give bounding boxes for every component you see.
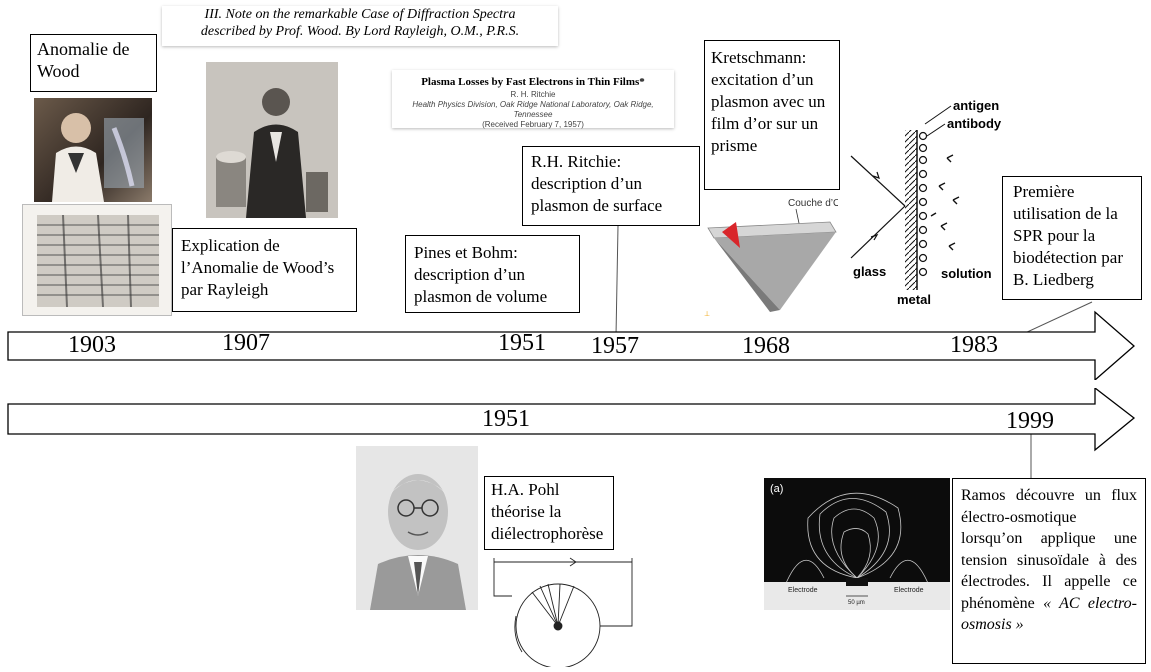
kretschmann-box: Kretschmann: excitation d’un plasmon ave… [704, 40, 840, 190]
dep-illustration [493, 557, 633, 669]
ritchie-title: Plasma Losses by Fast Electrons in Thin … [421, 76, 645, 88]
rayleigh-explanation-box: Explication de l’Anomalie de Wood’s par … [172, 228, 357, 312]
rayleigh-title-line2: described by Prof. Wood. By Lord Rayleig… [200, 24, 520, 39]
bottom-timeline-arrow [7, 388, 1136, 452]
kretschmann-prism-diagram: Couche d’Or ⊥ [700, 192, 845, 320]
year-1951-bottom: 1951 [482, 406, 530, 432]
pohl-text: H.A. Pohl théorise la diélectrophorèse [491, 480, 604, 543]
top-timeline-arrow [7, 310, 1135, 380]
pines-bohm-box: Pines et Bohm: description d’un plasmon … [405, 235, 580, 313]
ramos-box: Ramos découvre un flux électro-osmotique… [952, 478, 1146, 664]
electrode-right-label: Electrode [894, 587, 924, 594]
biosensor-illustration: antigen antibody glass metal solution [850, 98, 1002, 307]
spectra-plate-illustration [37, 214, 159, 308]
metal-label: metal [897, 292, 931, 307]
ritchie-connector [615, 225, 619, 337]
wood-anomaly-box: Anomalie de Wood [30, 34, 157, 92]
year-1968: 1968 [742, 333, 790, 359]
ramos-text: Ramos découvre un flux électro-osmotique… [961, 487, 1137, 612]
ramos-flow-image: (a) Electrode Electrode 50 µm [764, 478, 950, 610]
rayleigh-title-line1: III. Note on the remarkable Case of Diff… [204, 7, 516, 22]
antibody-label: antibody [947, 116, 1002, 131]
pohl-portrait-illustration [356, 446, 478, 610]
ritchie-box: R.H. Ritchie: description d’un plasmon d… [522, 146, 700, 226]
ritchie-affiliation: Health Physics Division, Oak Ridge Natio… [412, 100, 654, 119]
pines-bohm-text: Pines et Bohm: description d’un plasmon … [414, 243, 548, 306]
year-1903: 1903 [68, 332, 116, 358]
solution-label: solution [941, 266, 992, 281]
ramos-flow-illustration: (a) Electrode Electrode 50 µm [764, 478, 950, 610]
rayleigh-paper-header: III. Note on the remarkable Case of Diff… [162, 6, 558, 46]
glass-label: glass [853, 264, 886, 279]
ritchie-paper-header: Plasma Losses by Fast Electrons in Thin … [392, 70, 674, 129]
year-1999: 1999 [1006, 408, 1054, 434]
ramos-panel-label: (a) [770, 483, 783, 495]
liedberg-text: Première utilisation de la SPR pour la b… [1013, 182, 1123, 289]
rayleigh-portrait-photo [206, 62, 338, 218]
svg-text:⊥: ⊥ [704, 311, 710, 318]
kretschmann-text: Kretschmann: excitation d’un plasmon ave… [711, 48, 826, 155]
year-1907: 1907 [222, 330, 270, 356]
rayleigh-portrait-illustration [206, 62, 338, 218]
ritchie-received: (Received February 7, 1957) [482, 120, 584, 129]
dielectrophoresis-diagram [482, 556, 652, 669]
antigen-label: antigen [953, 98, 999, 113]
year-1957: 1957 [591, 333, 639, 359]
prism-illustration: Couche d’Or ⊥ [704, 198, 845, 318]
year-1951-top: 1951 [498, 330, 546, 356]
liedberg-box: Première utilisation de la SPR pour la b… [1002, 176, 1142, 300]
ritchie-author: R. H. Ritchie [510, 90, 556, 99]
wood-portrait-illustration [52, 113, 144, 202]
wood-anomaly-text: Anomalie de Wood [37, 39, 130, 81]
year-1983: 1983 [950, 332, 998, 358]
ritchie-text: R.H. Ritchie: description d’un plasmon d… [531, 152, 663, 215]
couche-or-label: Couche d’Or [788, 198, 838, 209]
wood-portrait-photo [34, 98, 152, 202]
biosensor-diagram: antigen antibody glass metal solution [843, 96, 1023, 310]
ramos-italic-term: « AC electro-osmosis » [961, 594, 1137, 634]
wood-spectra-plate [22, 204, 172, 316]
pohl-portrait-photo [356, 446, 478, 610]
pohl-box: H.A. Pohl théorise la diélectrophorèse [484, 476, 614, 550]
scale-label: 50 µm [848, 600, 865, 606]
rayleigh-explanation-text: Explication de l’Anomalie de Wood’s par … [181, 236, 335, 299]
electrode-left-label: Electrode [788, 587, 818, 594]
